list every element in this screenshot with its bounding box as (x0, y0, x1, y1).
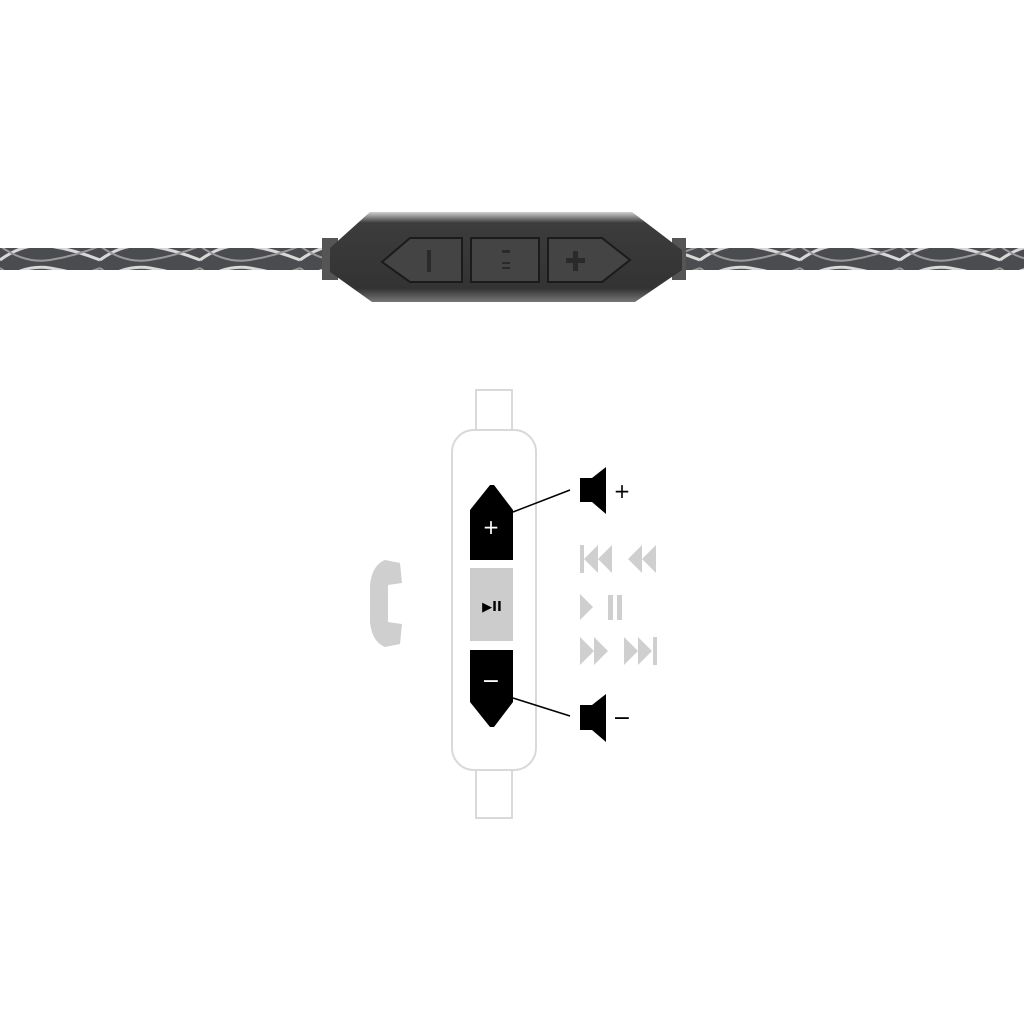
photo-play-pause-button[interactable] (470, 237, 540, 283)
leader-line-up (512, 489, 571, 513)
play-pause-button[interactable] (470, 568, 513, 641)
photo-volume-up-button[interactable] (547, 237, 632, 283)
speaker-up-sign: + (614, 479, 631, 503)
volume-down-label: − (482, 669, 500, 694)
phone-icon (370, 560, 402, 647)
play-icon (580, 594, 593, 620)
plus-icon (566, 251, 585, 271)
volume-up-label: + (483, 515, 500, 539)
cable-right (680, 248, 1024, 270)
photo-volume-down-button[interactable] (380, 237, 463, 283)
leader-line-down (512, 697, 571, 717)
speaker-icon-down (580, 694, 606, 742)
play-pause-icon (502, 250, 510, 269)
skip-back-icon (580, 545, 612, 573)
minus-icon (427, 250, 431, 272)
skip-forward-icon (624, 637, 657, 665)
pause-icon (608, 595, 622, 620)
cable-left (0, 248, 330, 270)
volume-down-button[interactable] (470, 650, 513, 727)
remote-schematic: + ▶II − + − (370, 389, 657, 819)
rewind-icon (628, 545, 656, 573)
speaker-down-sign: − (613, 706, 631, 731)
fast-forward-icon (580, 637, 608, 665)
speaker-icon-up (580, 467, 606, 514)
play-pause-label: ▶II (482, 600, 502, 615)
remote-photo (0, 212, 1024, 302)
volume-up-button[interactable] (470, 485, 513, 560)
